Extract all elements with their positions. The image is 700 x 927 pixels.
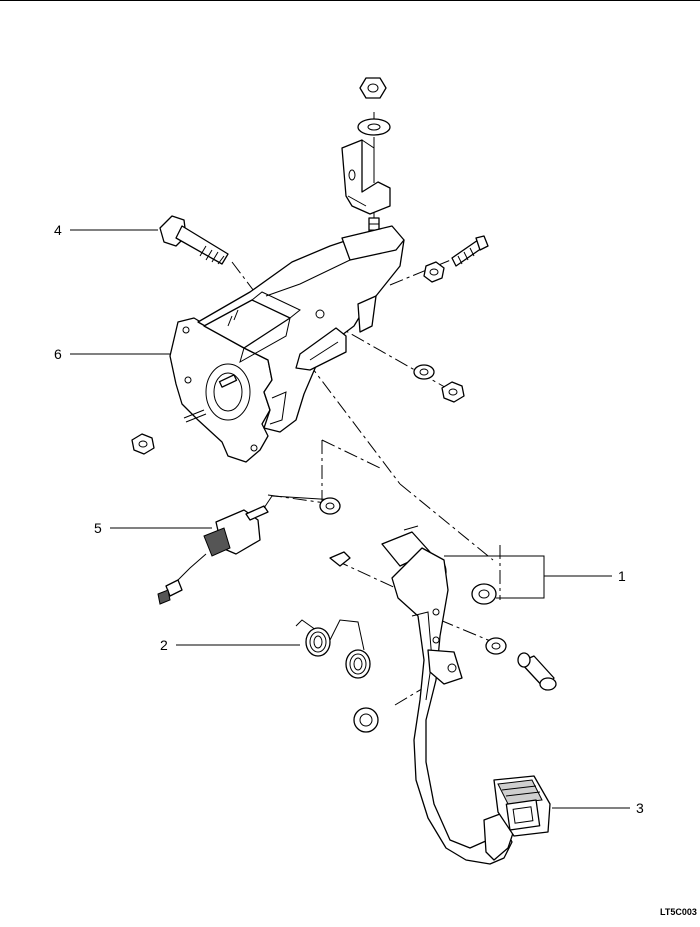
pedal-mounting-bracket	[169, 225, 405, 463]
long-bolt	[159, 215, 229, 265]
clevis-pin	[517, 652, 557, 691]
bushing-right	[471, 583, 497, 605]
middle-hex-nut	[441, 381, 465, 403]
callout-5: 5	[94, 520, 102, 536]
figure-code: LT5C003	[660, 907, 697, 917]
top-rule	[0, 0, 700, 1]
middle-washer	[413, 364, 435, 380]
right-hex-nut-upper	[423, 261, 445, 283]
pedal-pad	[493, 775, 551, 837]
pedal-stopper	[353, 707, 379, 733]
callout-4: 4	[54, 222, 62, 238]
leader-lines	[70, 229, 630, 809]
top-washer	[357, 118, 391, 136]
callout-1: 1	[618, 568, 626, 584]
callout-2: 2	[160, 637, 168, 653]
left-hex-nut	[131, 433, 155, 455]
stop-lamp-switch	[157, 495, 337, 605]
retaining-clip	[329, 551, 351, 567]
bushing-upper-left	[319, 497, 341, 515]
brake-pedal-arm	[381, 525, 515, 865]
lower-bushing	[485, 637, 507, 655]
return-spring	[295, 619, 371, 679]
callout-labels: 4 6 5 2 1 3	[54, 222, 644, 816]
callout-6: 6	[54, 346, 62, 362]
callout-3: 3	[636, 800, 644, 816]
top-hex-nut	[359, 77, 387, 99]
right-side-bolt	[451, 235, 489, 267]
upper-bracket-clip	[341, 139, 391, 215]
